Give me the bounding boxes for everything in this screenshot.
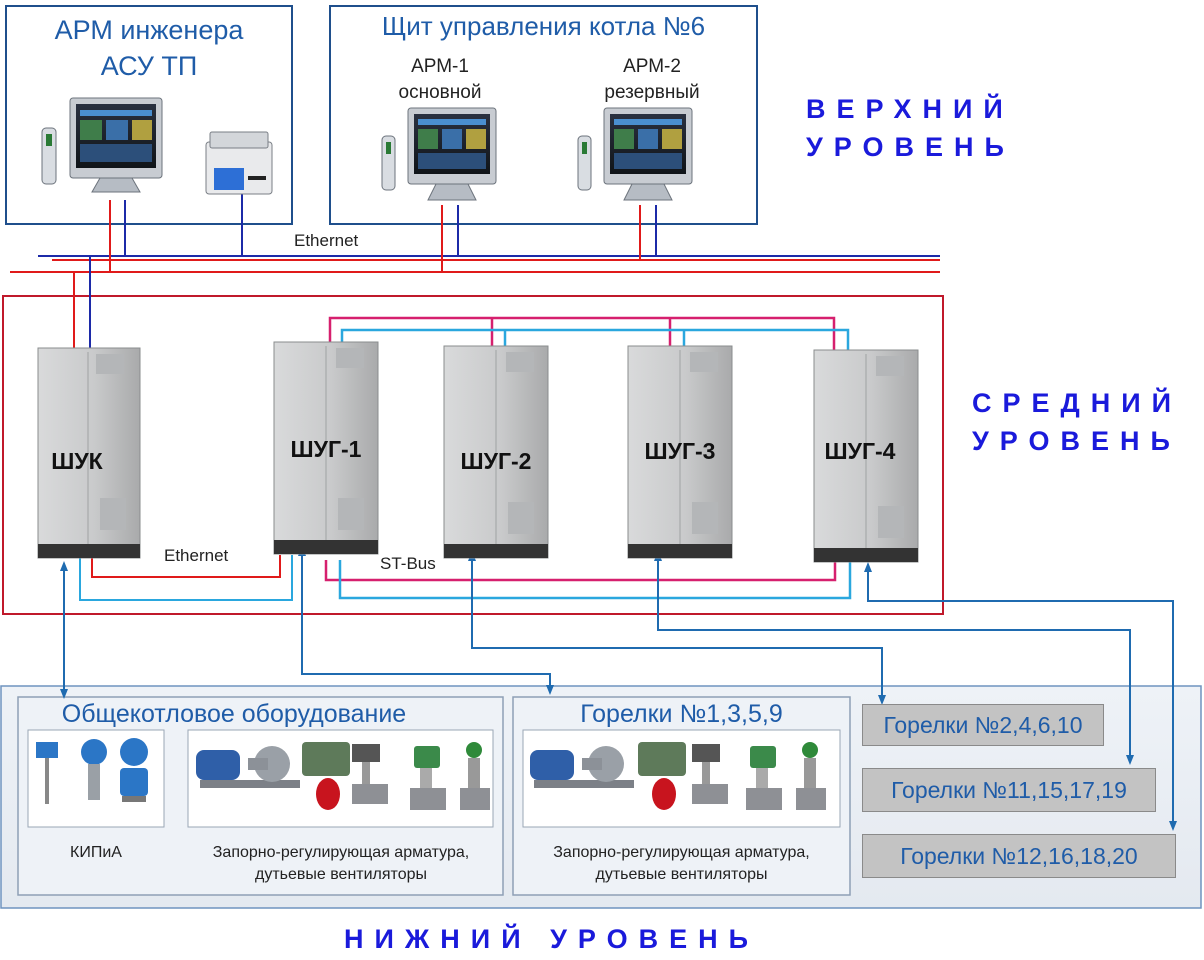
cabinet-icon (443, 345, 549, 559)
pump-icon (530, 746, 634, 788)
arm2-label: АРМ-2 резервный (604, 56, 700, 103)
arm1-label: АРМ-1 основной (398, 56, 482, 103)
sensor-icon (36, 738, 148, 804)
burner-box-11-15-17-19: Горелки №11,15,17,19 (862, 768, 1156, 812)
middle-level-label: СРЕДНИЙ УРОВЕНЬ (972, 388, 1183, 456)
burners-a-caption: Запорно-регулирующая арматура, дутьевые … (553, 844, 810, 883)
cabinet-icon (37, 347, 141, 559)
cabinet-label-shuk: ШУК (51, 448, 103, 474)
cabinet-icon (813, 349, 919, 563)
burner-box-2-4-6-10: Горелки №2,4,6,10 (862, 704, 1104, 746)
burners-a-title: Горелки №1,3,5,9 (580, 700, 783, 728)
kip-caption: КИПиА (70, 844, 122, 861)
engineer-panel-title: АРМ инженера АСУ ТП (54, 15, 244, 81)
ethernet-mid-label: Ethernet (164, 546, 229, 565)
monitor-icon (41, 97, 163, 193)
cabinet-label-shug2: ШУГ-2 (460, 448, 532, 474)
stbus-label: ST-Bus (380, 554, 436, 573)
cabinet-label-shug4: ШУГ-4 (824, 438, 896, 464)
cabinet-icon (273, 341, 379, 555)
pump-icon (196, 746, 300, 788)
burner-box-12-16-18-20: Горелки №12,16,18,20 (862, 834, 1176, 878)
common-equipment-title: Общекотловое оборудование (61, 700, 407, 728)
upper-level-label: ВЕРХНИЙ УРОВЕНЬ (806, 94, 1015, 162)
valve-icon (638, 742, 826, 810)
ethernet-top-label: Ethernet (294, 231, 359, 250)
cabinet-icon (627, 345, 733, 559)
cabinet-label-shug1: ШУГ-1 (290, 436, 362, 462)
valve-icon (302, 742, 490, 810)
boiler-panel-title: Щит управления котла №6 (381, 11, 706, 41)
monitor-icon (577, 107, 693, 201)
common-valves-caption: Запорно-регулирующая арматура, дутьевые … (212, 844, 470, 883)
printer-icon (205, 131, 273, 195)
lower-level-label: НИЖНИЙ УРОВЕНЬ (344, 924, 759, 954)
monitor-icon (381, 107, 497, 201)
cabinet-label-shug3: ШУГ-3 (644, 438, 716, 464)
